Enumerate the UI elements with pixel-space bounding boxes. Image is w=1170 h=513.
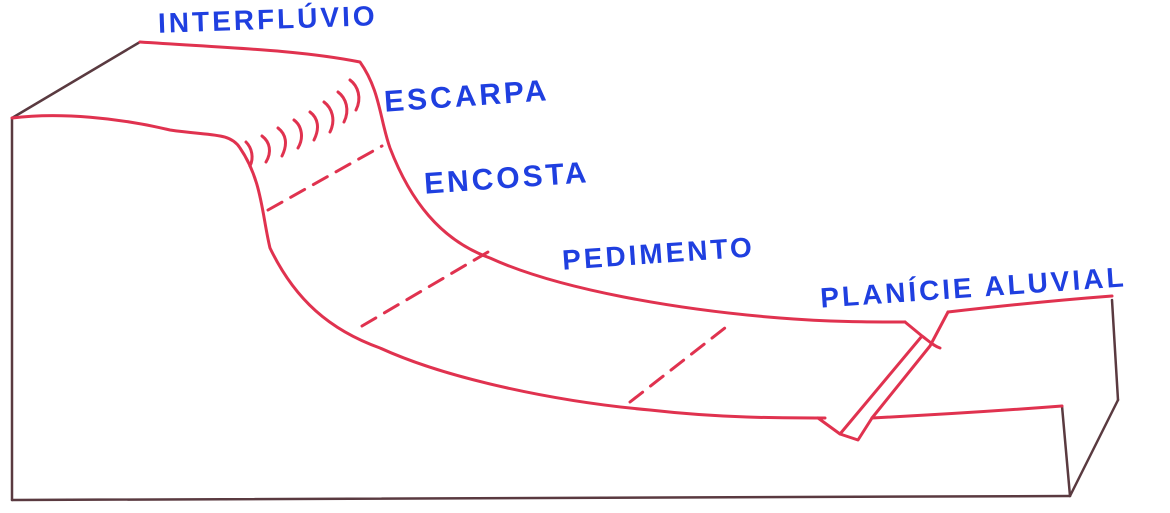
dashed-line-encosta-pedimento <box>360 250 490 328</box>
terrain-lines <box>10 40 1114 442</box>
dashed-line-escarpa-encosta <box>266 144 384 212</box>
hachure-mark <box>276 126 287 158</box>
dashed-line-pedimento-planicie <box>628 322 732 404</box>
river-channel <box>816 310 950 442</box>
hachure-mark <box>322 100 335 134</box>
plain-front-line <box>870 404 1064 420</box>
hachure-mark <box>292 118 303 150</box>
hachure-mark <box>336 90 349 124</box>
hachure-mark <box>260 134 271 164</box>
block-edges <box>10 40 1120 502</box>
right-back-vertical-edge <box>1110 298 1120 402</box>
hachure-mark <box>244 140 254 168</box>
back-profile-line <box>138 40 907 324</box>
plain-back-line <box>946 294 1114 314</box>
hachure-mark <box>308 110 319 142</box>
right-front-vertical-edge <box>1060 404 1072 498</box>
dashed-divisions <box>266 144 732 404</box>
escarpment-hachures <box>244 78 361 168</box>
hachure-mark <box>348 78 361 112</box>
front-profile-line <box>10 114 827 420</box>
right-bottom-diagonal-edge <box>1068 398 1120 498</box>
bottom-edge <box>10 494 1072 502</box>
left-back-edge <box>10 40 142 120</box>
